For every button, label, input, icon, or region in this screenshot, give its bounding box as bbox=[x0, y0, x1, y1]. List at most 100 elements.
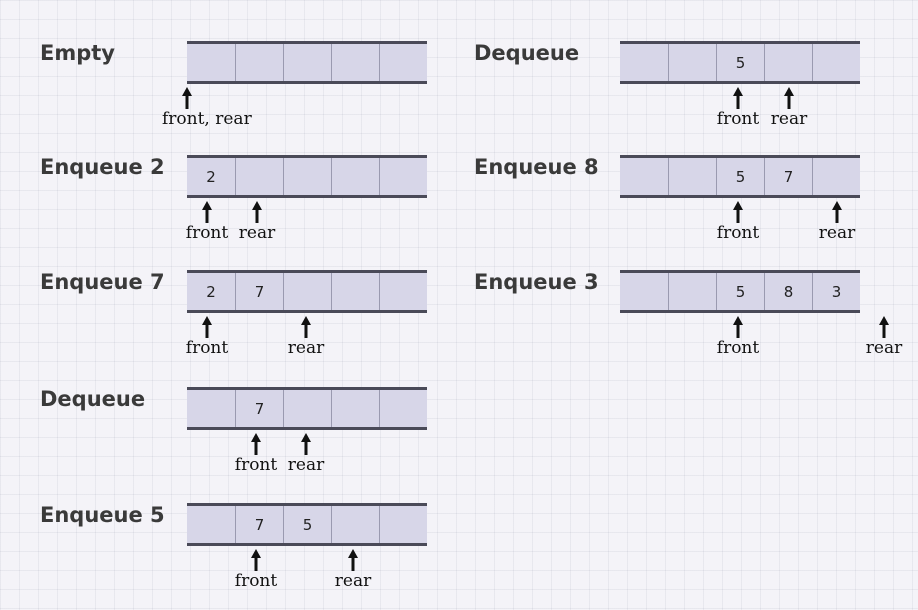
pointer-label: rear bbox=[334, 571, 372, 591]
queue-cell: 7 bbox=[235, 273, 283, 310]
queue-cell bbox=[235, 44, 283, 81]
queue-cell bbox=[668, 44, 716, 81]
up-arrow-icon bbox=[301, 433, 311, 455]
up-arrow-icon bbox=[251, 433, 261, 455]
queue-cell: 2 bbox=[187, 273, 235, 310]
up-arrow-icon bbox=[733, 316, 743, 338]
up-arrow-icon bbox=[202, 201, 212, 223]
pointer-label: front bbox=[716, 223, 760, 243]
pointer-label: front bbox=[234, 571, 278, 591]
queue-cell bbox=[331, 44, 379, 81]
queue-cell bbox=[668, 273, 716, 310]
pointer-label: front bbox=[716, 109, 760, 129]
queue-cell bbox=[331, 390, 379, 427]
front-pointer: front bbox=[703, 316, 773, 358]
pointer-label: rear bbox=[818, 223, 856, 243]
queue-array: 5 7 bbox=[620, 155, 860, 198]
queue-cell bbox=[379, 158, 427, 195]
queue-array bbox=[187, 41, 427, 84]
operation-label: Dequeue bbox=[40, 387, 146, 411]
pointer-label: front bbox=[716, 338, 760, 358]
queue-array: 7 5 bbox=[187, 503, 427, 546]
queue-cell: 5 bbox=[716, 158, 764, 195]
queue-cell: 7 bbox=[235, 506, 283, 543]
up-arrow-icon bbox=[879, 316, 889, 338]
queue-cell bbox=[379, 506, 427, 543]
queue-cell bbox=[331, 158, 379, 195]
queue-array: 7 bbox=[187, 387, 427, 430]
queue-cell: 7 bbox=[235, 390, 283, 427]
queue-cell bbox=[812, 158, 860, 195]
front-pointer: front bbox=[172, 316, 242, 358]
operation-label: Dequeue bbox=[474, 41, 580, 65]
queue-cell bbox=[187, 390, 235, 427]
rear-pointer: rear bbox=[802, 201, 872, 243]
operation-label: Enqueue 8 bbox=[474, 155, 599, 179]
up-arrow-icon bbox=[348, 549, 358, 571]
queue-cell bbox=[620, 44, 668, 81]
pointer-label: rear bbox=[865, 338, 903, 358]
pointer-label: rear bbox=[287, 338, 325, 358]
queue-cell: 8 bbox=[764, 273, 812, 310]
queue-cell bbox=[379, 44, 427, 81]
pointer-label: front bbox=[234, 455, 278, 475]
operation-label: Enqueue 5 bbox=[40, 503, 165, 527]
queue-cell bbox=[812, 44, 860, 81]
front-pointer: front bbox=[703, 87, 773, 129]
up-arrow-icon bbox=[784, 87, 794, 109]
queue-array: 2 7 bbox=[187, 270, 427, 313]
up-arrow-icon bbox=[251, 549, 261, 571]
front-pointer: front bbox=[221, 433, 291, 475]
queue-cell bbox=[620, 158, 668, 195]
queue-cell: 7 bbox=[764, 158, 812, 195]
rear-pointer: rear bbox=[271, 316, 341, 358]
rear-pointer: rear bbox=[318, 549, 388, 591]
queue-cell bbox=[331, 506, 379, 543]
queue-cell bbox=[283, 44, 331, 81]
queue-array: 2 bbox=[187, 155, 427, 198]
front-rear-pointer: front, rear bbox=[162, 87, 292, 129]
up-arrow-icon bbox=[202, 316, 212, 338]
queue-array: 5 8 3 bbox=[620, 270, 860, 313]
rear-pointer: rear bbox=[754, 87, 824, 129]
up-arrow-icon bbox=[252, 201, 262, 223]
queue-cell bbox=[331, 273, 379, 310]
queue-cell bbox=[235, 158, 283, 195]
pointer-label: front, rear bbox=[162, 109, 252, 129]
queue-cell bbox=[283, 273, 331, 310]
queue-cell bbox=[764, 44, 812, 81]
queue-cell: 5 bbox=[283, 506, 331, 543]
queue-cell: 3 bbox=[812, 273, 860, 310]
queue-cell bbox=[283, 390, 331, 427]
queue-cell bbox=[379, 273, 427, 310]
queue-cell bbox=[379, 390, 427, 427]
operation-label: Enqueue 2 bbox=[40, 155, 165, 179]
front-pointer: front bbox=[172, 201, 242, 243]
up-arrow-icon bbox=[301, 316, 311, 338]
rear-pointer: rear bbox=[849, 316, 918, 358]
rear-pointer: rear bbox=[222, 201, 292, 243]
up-arrow-icon bbox=[733, 87, 743, 109]
front-pointer: front bbox=[221, 549, 291, 591]
operation-label: Enqueue 3 bbox=[474, 270, 599, 294]
up-arrow-icon bbox=[733, 201, 743, 223]
pointer-label: rear bbox=[770, 109, 808, 129]
queue-cell: 5 bbox=[716, 273, 764, 310]
queue-cell bbox=[187, 506, 235, 543]
pointer-label: rear bbox=[238, 223, 276, 243]
queue-cell bbox=[668, 158, 716, 195]
queue-cell bbox=[187, 44, 235, 81]
up-arrow-icon bbox=[182, 87, 192, 109]
operation-label: Enqueue 7 bbox=[40, 270, 165, 294]
queue-cell bbox=[620, 273, 668, 310]
rear-pointer: rear bbox=[271, 433, 341, 475]
operation-label: Empty bbox=[40, 41, 115, 65]
pointer-label: front bbox=[185, 338, 229, 358]
queue-cell: 2 bbox=[187, 158, 235, 195]
pointer-label: front bbox=[185, 223, 229, 243]
pointer-label: rear bbox=[287, 455, 325, 475]
up-arrow-icon bbox=[832, 201, 842, 223]
queue-cell: 5 bbox=[716, 44, 764, 81]
front-pointer: front bbox=[703, 201, 773, 243]
queue-cell bbox=[283, 158, 331, 195]
